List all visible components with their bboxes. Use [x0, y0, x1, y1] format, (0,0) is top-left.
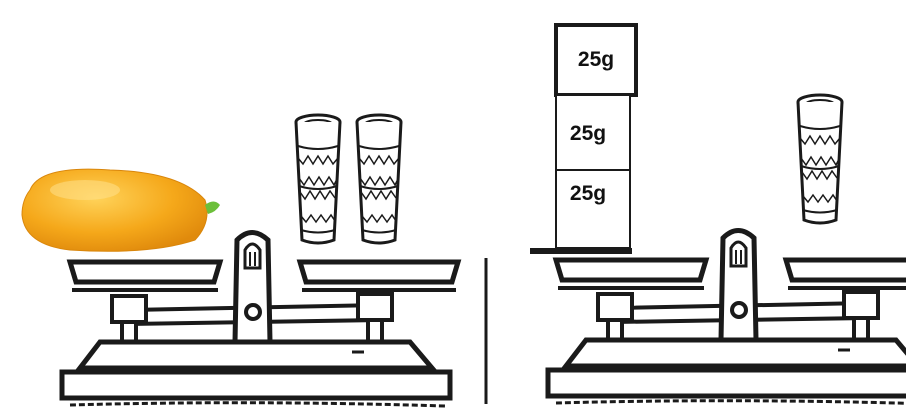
ceramic-cup-icon [796, 93, 844, 225]
weight-block [555, 94, 631, 171]
weight-label: 25g [578, 48, 614, 71]
ceramic-cup-icon [355, 113, 403, 245]
ceramic-cup-icon [294, 113, 342, 245]
weight-stack: 25g 25g 25g [530, 23, 638, 254]
right-balance-scale [548, 231, 906, 405]
left-balance-scale [62, 233, 458, 407]
papaya-icon [21, 168, 220, 252]
weight-label: 25g [570, 122, 606, 145]
weight-label: 25g [570, 182, 606, 205]
